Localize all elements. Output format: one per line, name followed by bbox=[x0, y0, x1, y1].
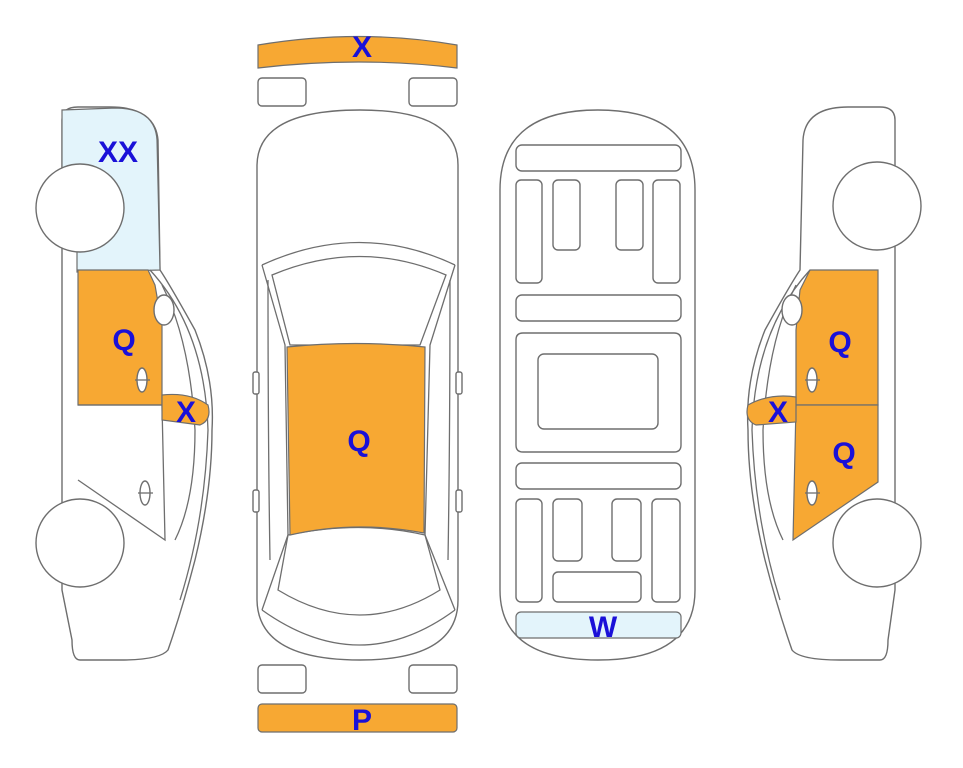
top-view-trunk-line bbox=[261, 609, 456, 646]
left-side-mirror-glass bbox=[153, 294, 175, 326]
left-rear-door-outline bbox=[77, 404, 166, 542]
roof-code: Q bbox=[347, 425, 370, 458]
interior-left-front-seat-outer bbox=[515, 179, 543, 284]
left-mirror-panel[interactable] bbox=[161, 393, 210, 426]
front-right-headlight bbox=[408, 77, 458, 107]
interior-view-car bbox=[499, 109, 696, 661]
top-view-left-a-pillar bbox=[261, 264, 289, 611]
left-side-body-line bbox=[149, 269, 209, 601]
right-rear-door-code: Q bbox=[832, 437, 855, 470]
interior-left-rear-seat-outer bbox=[515, 498, 543, 603]
front-bumper-code: X bbox=[352, 31, 372, 64]
top-view-left-mirror-nub bbox=[252, 371, 260, 395]
rear-left-taillight bbox=[257, 664, 307, 694]
rear-window-panel[interactable] bbox=[515, 611, 682, 639]
left-side-window-line bbox=[161, 284, 196, 541]
rear-right-taillight bbox=[408, 664, 458, 694]
right-front-wheel bbox=[832, 161, 922, 251]
right-rear-door-panel[interactable] bbox=[792, 404, 879, 542]
top-view-windshield-inner bbox=[271, 255, 447, 346]
rear-bumper-panel[interactable] bbox=[257, 703, 458, 733]
roof-panel[interactable] bbox=[286, 342, 426, 536]
right-side-mirror-glass bbox=[781, 294, 803, 326]
top-view-right-mirror-nub bbox=[455, 371, 463, 395]
top-view-right-glass bbox=[447, 279, 451, 561]
left-front-fender-code: XX bbox=[98, 136, 138, 169]
rear-bumper-code: P bbox=[352, 704, 372, 737]
interior-console bbox=[537, 353, 659, 430]
interior-rear-bench bbox=[515, 462, 682, 490]
interior-rear-shelf bbox=[552, 571, 642, 603]
front-bumper-panel[interactable] bbox=[257, 35, 458, 69]
right-side-body-line bbox=[751, 269, 811, 601]
right-side-car bbox=[746, 106, 922, 661]
front-bumper-group bbox=[257, 35, 458, 107]
top-view-car bbox=[252, 109, 463, 661]
left-front-wheel bbox=[35, 163, 125, 253]
right-side-window-line bbox=[762, 284, 797, 541]
rear-bumper-group bbox=[257, 664, 458, 733]
front-left-headlight bbox=[257, 77, 307, 107]
left-side-car bbox=[35, 106, 214, 661]
interior-right-rear-seat-outer bbox=[651, 498, 681, 603]
left-front-door-code: Q bbox=[112, 324, 135, 357]
interior-right-rear-seat bbox=[611, 498, 642, 562]
right-mirror-code: X bbox=[768, 396, 788, 429]
top-view-windshield bbox=[261, 241, 456, 266]
top-view-right-a-pillar bbox=[424, 264, 456, 611]
left-mirror-code: X bbox=[176, 396, 196, 429]
interior-front-bench bbox=[515, 294, 682, 322]
interior-right-front-seat-outer bbox=[652, 179, 681, 284]
top-view-left-glass bbox=[267, 279, 271, 561]
right-front-door-code: Q bbox=[828, 326, 851, 359]
rear-window-code: W bbox=[589, 611, 618, 644]
top-view-right-handle-nub bbox=[455, 489, 463, 513]
right-mirror-panel[interactable] bbox=[746, 395, 797, 426]
interior-right-front-seat bbox=[615, 179, 644, 251]
interior-left-rear-seat bbox=[552, 498, 583, 562]
interior-dashboard bbox=[515, 144, 682, 172]
left-rear-wheel bbox=[35, 498, 125, 588]
interior-left-front-seat bbox=[552, 179, 581, 251]
right-rear-wheel bbox=[832, 498, 922, 588]
top-view-left-handle-nub bbox=[252, 489, 260, 513]
